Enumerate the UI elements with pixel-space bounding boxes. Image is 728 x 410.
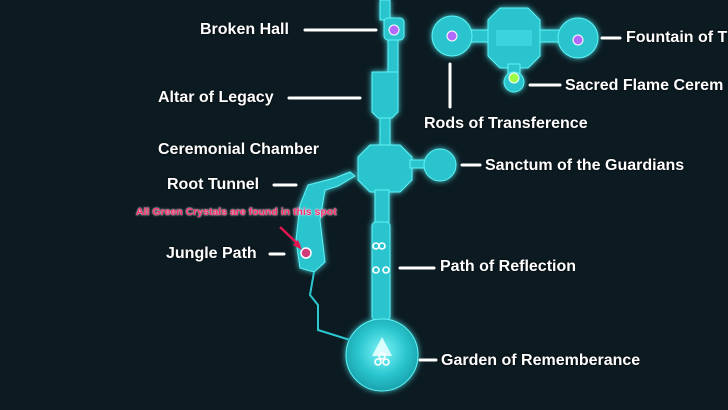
label-broken-hall: Broken Hall [200, 21, 289, 38]
green-flame-marker-icon [508, 72, 520, 84]
ring-marker-icon [378, 242, 386, 250]
corridor-segment [374, 189, 390, 223]
top-corridor [379, 0, 391, 21]
root-tunnel-room [295, 171, 356, 273]
altar-of-legacy-room [371, 71, 399, 119]
ring-marker-icon [374, 358, 382, 366]
fountain-basin [496, 30, 532, 46]
path-of-reflection-corridor [371, 221, 391, 321]
purple-crystal-marker-icon [446, 30, 458, 42]
green-crystals-annotation: All Green Crystals are found in this spo… [136, 206, 337, 218]
purple-crystal-marker-icon [572, 34, 584, 46]
label-rods-of-transference: Rods of Transference [424, 115, 588, 132]
leader-lines [268, 28, 622, 362]
triangle-crystal-icon [372, 337, 392, 356]
label-garden: Garden of Rememberance [441, 352, 641, 369]
label-altar-of-legacy: Altar of Legacy [158, 89, 274, 106]
pointer-arrow-icon [279, 226, 302, 250]
ring-marker-icon [382, 358, 390, 366]
label-ceremonial-chamber: Ceremonial Chamber [158, 141, 319, 158]
ring-marker-icon [372, 266, 380, 274]
room-shapes [295, 0, 599, 392]
label-jungle-path: Jungle Path [166, 245, 257, 262]
ring-marker-icon [378, 352, 386, 360]
corridor-segment [379, 117, 391, 147]
sanctum-of-the-guardians-room [423, 148, 457, 182]
ring-marker-icon [382, 266, 390, 274]
jungle-to-garden-path [308, 271, 351, 341]
label-sacred-flame: Sacred Flame Cerem [565, 77, 724, 94]
label-fountain: Fountain of T [626, 29, 728, 46]
label-root-tunnel: Root Tunnel [167, 176, 260, 193]
purple-crystal-marker-icon [388, 24, 400, 36]
green-crystal-marker-icon [300, 247, 312, 259]
corridor-segment [387, 39, 399, 73]
ceremonial-chamber-room [357, 144, 413, 193]
map-markers [300, 24, 584, 366]
label-path-of-reflection: Path of Reflection [440, 258, 577, 275]
label-sanctum: Sanctum of the Guardians [485, 157, 685, 174]
